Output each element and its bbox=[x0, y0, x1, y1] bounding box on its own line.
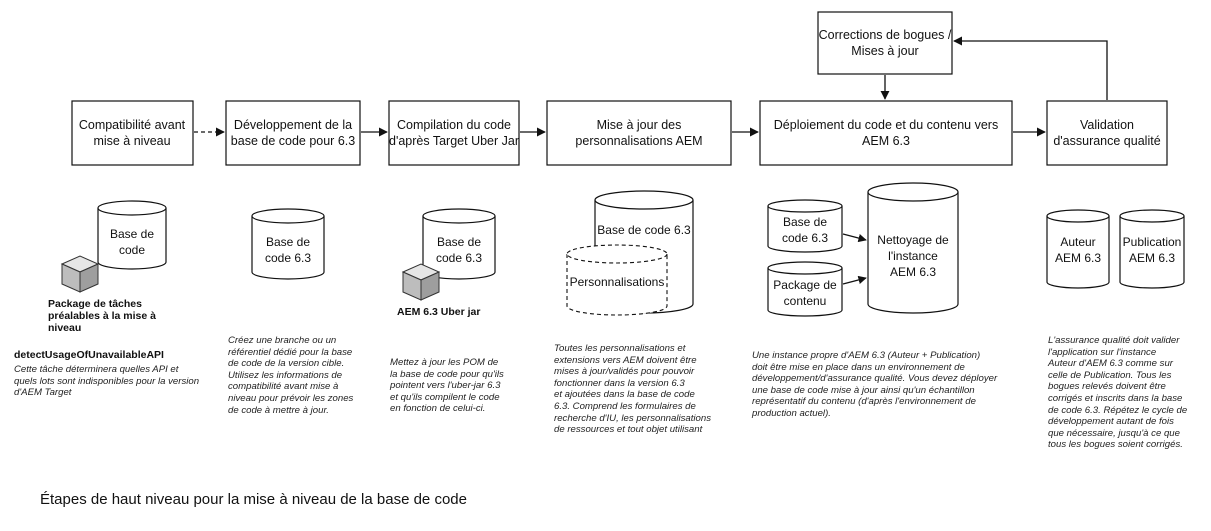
datastore-codebase63-custom-label: Base de code 6.3 bbox=[597, 223, 691, 237]
note-deploy: Une instance propre d'AEM 6.3 (Auteur + … bbox=[752, 350, 998, 419]
step-fixes: Corrections de bogues /Mises à jour bbox=[817, 11, 953, 75]
arrow-qa-fixes bbox=[953, 36, 1108, 100]
note-dev: Créez une branche ou un référentiel dédi… bbox=[228, 335, 354, 416]
prereq-package-label: Package de tâches préalables à la mise à… bbox=[48, 298, 156, 334]
arrow-package-instance bbox=[842, 275, 867, 285]
arrow-codebase-instance bbox=[842, 233, 867, 243]
uber-jar-cube-icon bbox=[401, 263, 441, 301]
datastore-personalizations: Personnalisations bbox=[566, 244, 668, 316]
diagram-caption: Étapes de haut niveau pour la mise à niv… bbox=[40, 491, 467, 508]
detect-api-label: detectUsageOfUnavailableAPI bbox=[14, 349, 164, 361]
note-compat: Cette tâche déterminera quelles API et q… bbox=[14, 364, 200, 399]
note-customizations: Toutes les personnalisations et extensio… bbox=[554, 343, 712, 436]
datastore-personalizations-label: Personnalisations bbox=[570, 275, 665, 289]
note-compile: Mettez à jour les POM de la base de code… bbox=[390, 357, 504, 415]
package-cube-icon bbox=[60, 255, 100, 293]
note-qa: L'assurance qualité doit valider l'appli… bbox=[1048, 335, 1188, 451]
step-fixes-label: Corrections de bogues /Mises à jour bbox=[819, 28, 952, 58]
uber-jar-label: AEM 6.3 Uber jar bbox=[397, 306, 481, 318]
